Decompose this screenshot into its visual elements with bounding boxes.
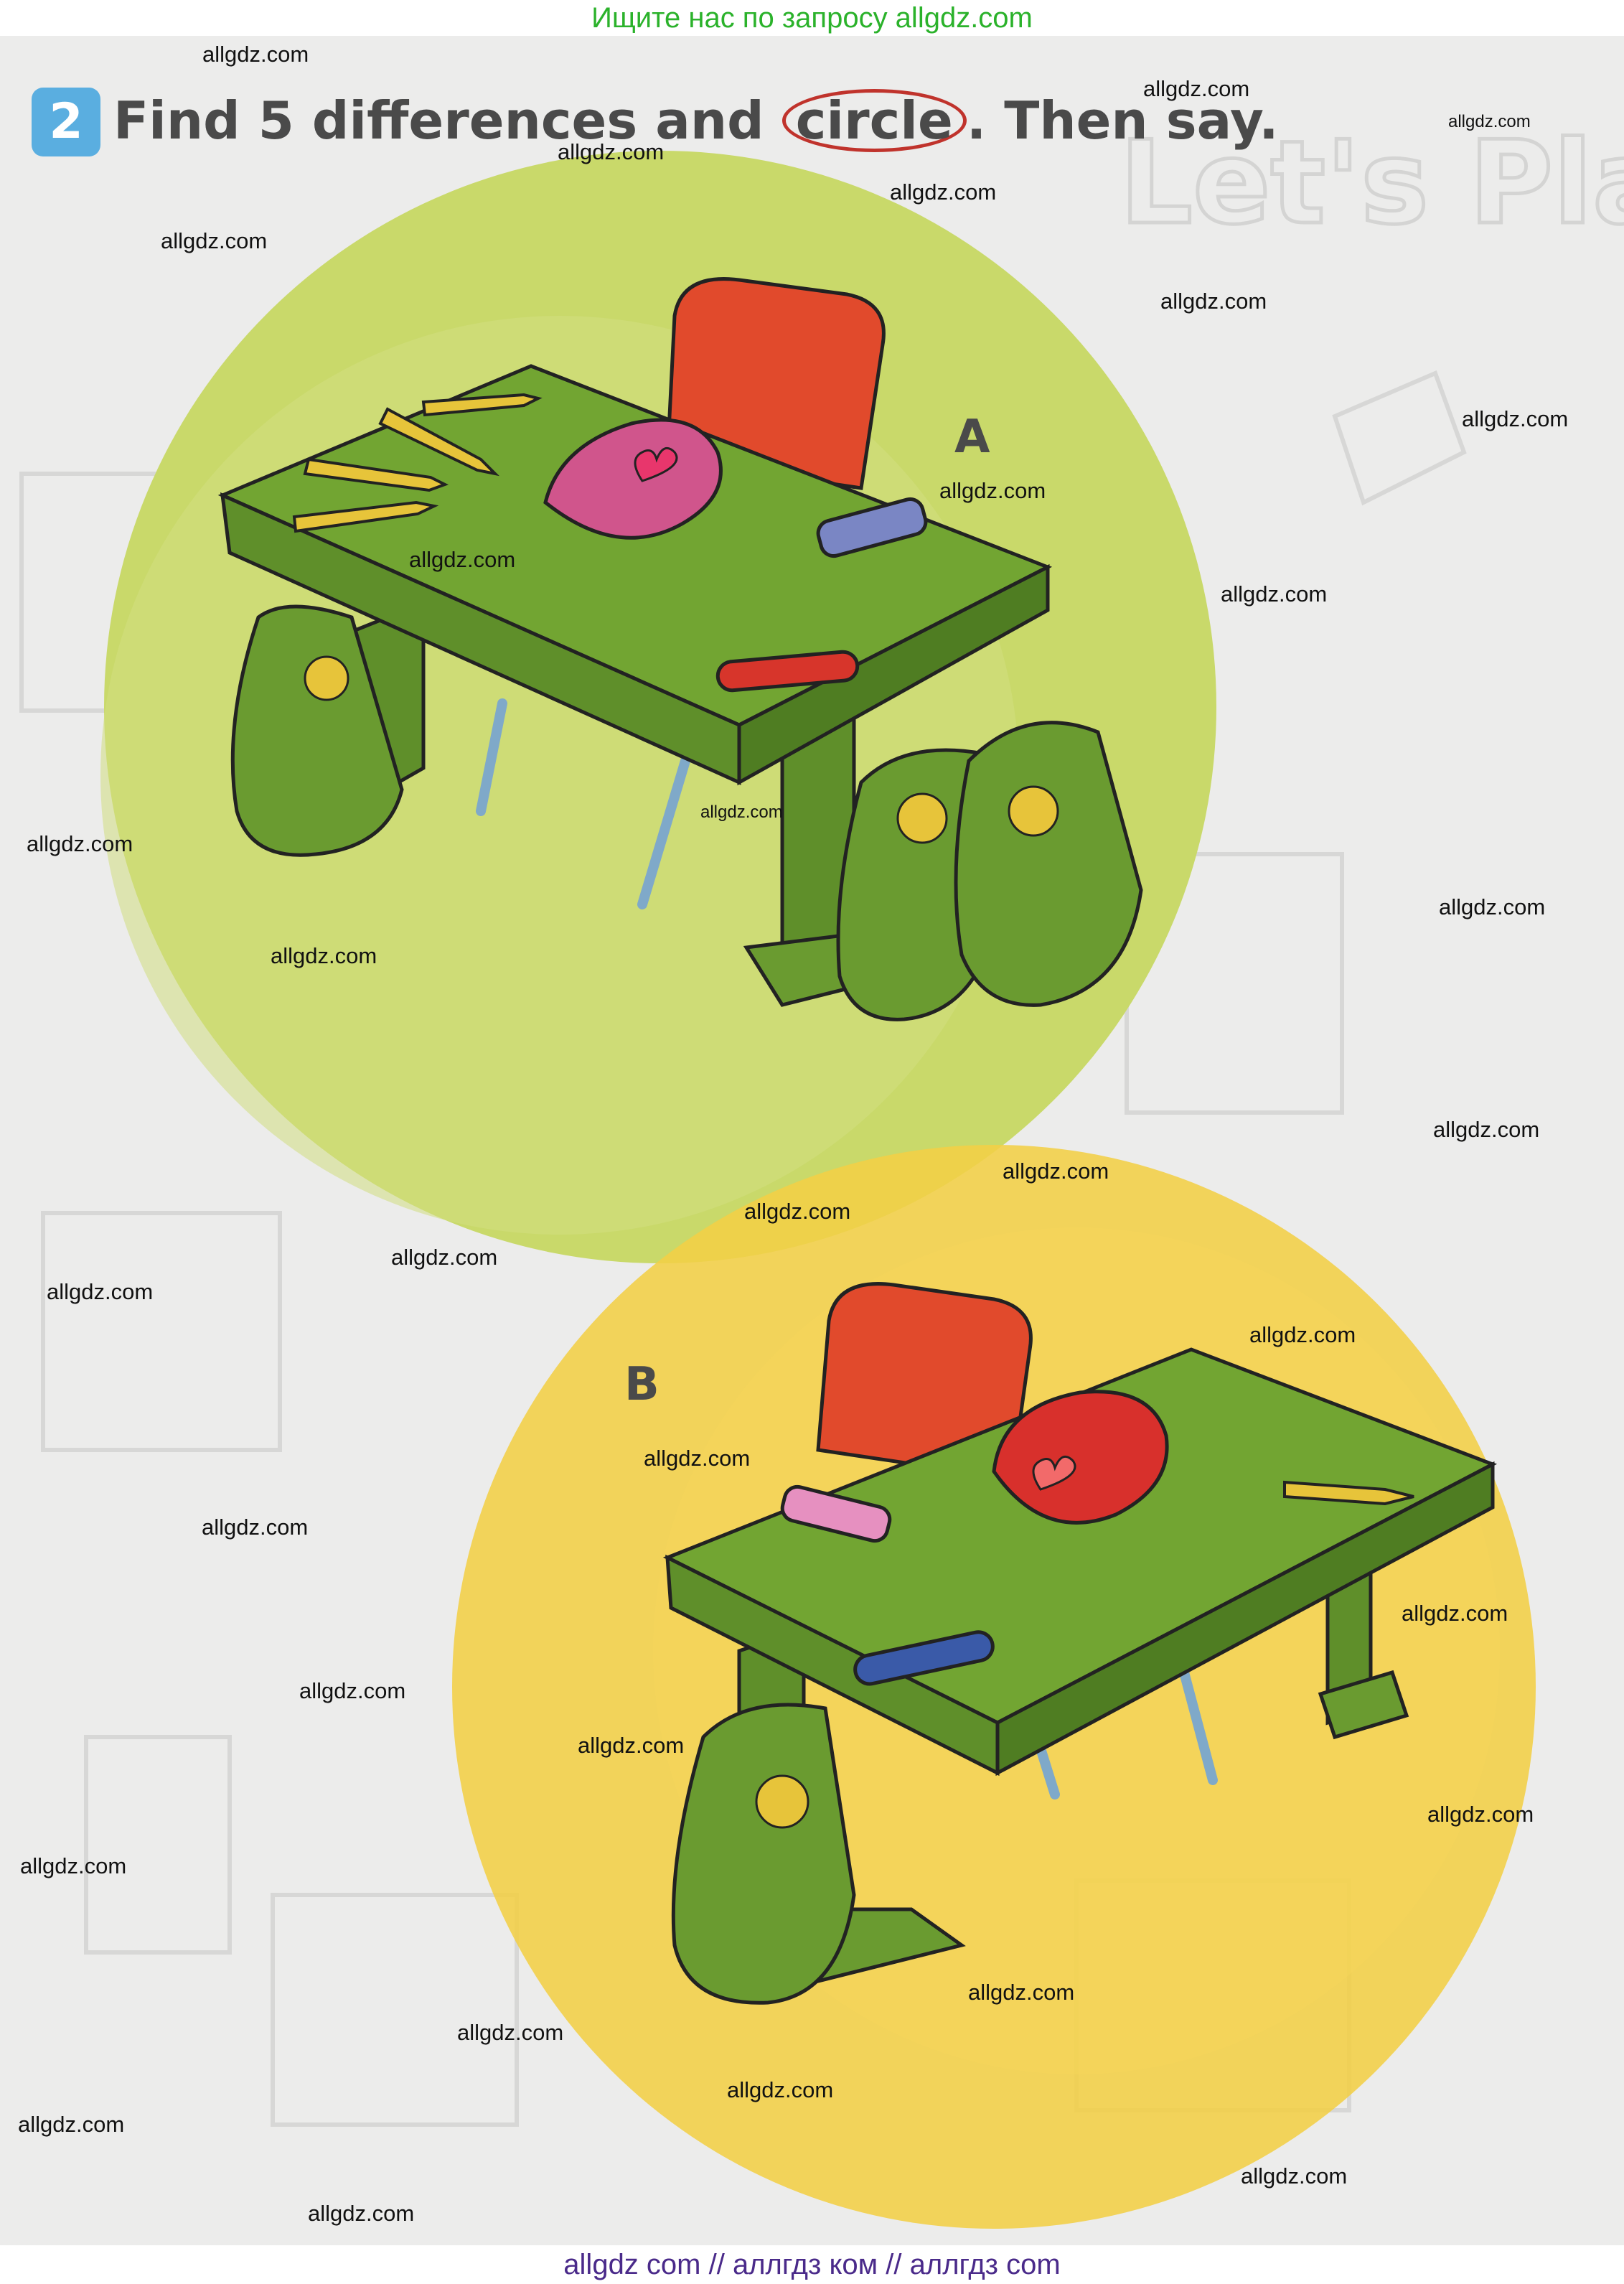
- watermark: allgdz.com: [939, 478, 1046, 503]
- watermark: allgdz.com: [968, 1980, 1075, 2005]
- bottom-banner[interactable]: allgdz com // аллгдз ком // аллгдз com: [0, 2245, 1624, 2284]
- exercise-instruction: Find 5 differences and circle. Then say.: [113, 85, 1279, 156]
- pencil-case-icon: [543, 418, 723, 540]
- watermark: allgdz.com: [308, 2201, 415, 2226]
- watermark: allgdz.com: [1241, 2163, 1348, 2189]
- pen-icon: [715, 650, 860, 693]
- eraser-icon: [816, 497, 928, 558]
- watermark: allgdz.com: [727, 2077, 834, 2102]
- instruction-text-start: Find 5 differences and: [113, 90, 782, 151]
- watermark: allgdz.com: [1249, 1322, 1356, 1347]
- backpack-icon: [954, 721, 1143, 1007]
- watermark: allgdz.com: [1221, 581, 1328, 607]
- watermark: allgdz.com: [391, 1245, 498, 1270]
- watermark: allgdz.com: [271, 943, 377, 968]
- chair-icon: [476, 277, 886, 909]
- watermark: allgdz.com: [744, 1199, 851, 1224]
- pencil-icon: [1283, 1480, 1414, 1506]
- smiley-face-icon: [755, 1774, 809, 1829]
- backpack-icon: [230, 604, 404, 857]
- backpack-icon: [671, 1703, 856, 2005]
- smiley-face-icon: [896, 792, 948, 844]
- watermark: allgdz.com: [890, 179, 997, 205]
- watermark: allgdz.com: [558, 139, 665, 164]
- exercise-number-badge: 2: [32, 88, 100, 156]
- picture-a-label: A: [954, 411, 990, 464]
- instruction-text-end: . Then say.: [966, 90, 1279, 151]
- smiley-face-icon: [1008, 785, 1059, 837]
- watermark: allgdz.com: [409, 547, 516, 572]
- watermark: allgdz.com: [1003, 1159, 1109, 1184]
- watermark: allgdz.com: [1448, 112, 1531, 131]
- pencil-case-icon: [992, 1390, 1169, 1525]
- watermark: allgdz.com: [18, 2112, 125, 2137]
- watermark: allgdz.com: [20, 1853, 127, 1878]
- watermark: allgdz.com: [299, 1678, 406, 1703]
- watermark: allgdz.com: [161, 228, 268, 253]
- watermark: allgdz.com: [202, 42, 309, 67]
- background-heading: Let's Play!: [1120, 116, 1624, 250]
- watermark: allgdz.com: [1143, 76, 1250, 101]
- watermark: allgdz.com: [1462, 406, 1569, 431]
- watermark: allgdz.com: [1402, 1601, 1508, 1626]
- watermark: allgdz.com: [27, 831, 133, 856]
- desk-icon: [217, 364, 1053, 1007]
- watermark: allgdz.com: [47, 1279, 154, 1304]
- watermark: allgdz.com: [700, 802, 783, 822]
- smiley-face-icon: [304, 655, 349, 701]
- pen-icon: [853, 1630, 995, 1686]
- pencil-icon: [292, 393, 543, 533]
- watermark: allgdz.com: [202, 1515, 309, 1540]
- eraser-icon: [780, 1484, 892, 1543]
- picture-b-label: B: [624, 1358, 660, 1411]
- watermark: allgdz.com: [1160, 289, 1267, 314]
- backpack-icon: [836, 748, 1000, 1021]
- watermark: allgdz.com: [457, 2020, 564, 2045]
- circled-word: circle: [782, 89, 967, 152]
- watermark: allgdz.com: [578, 1733, 685, 1758]
- watermark: allgdz.com: [1439, 894, 1546, 919]
- top-banner[interactable]: Ищите нас по запросу allgdz.com: [0, 0, 1624, 36]
- watermark: allgdz.com: [1433, 1117, 1540, 1142]
- watermark: allgdz.com: [644, 1446, 751, 1471]
- watermark: allgdz.com: [1427, 1802, 1534, 1827]
